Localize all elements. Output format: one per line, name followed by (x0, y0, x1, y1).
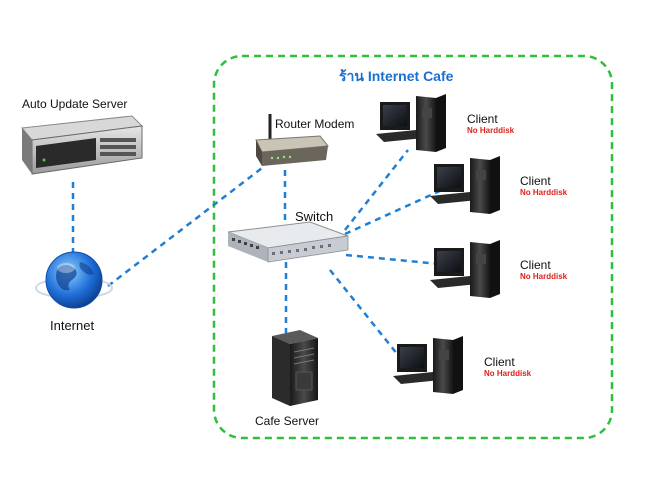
tower-server-icon (272, 330, 318, 406)
globe-icon (35, 251, 113, 309)
link-switch-client-2 (344, 183, 454, 236)
link-switch-client-1 (344, 149, 409, 231)
client-sublabel-4: No Harddisk (484, 369, 532, 378)
link-internet-router (107, 167, 263, 287)
auto-update-server-label: Auto Update Server (22, 97, 128, 111)
router-icon (255, 114, 329, 166)
client-sublabel-3: No Harddisk (520, 272, 568, 281)
client-label-4: Client (484, 355, 515, 369)
client-sublabel-2: No Harddisk (520, 188, 568, 197)
desktop-pc-icon (393, 336, 463, 394)
client-label-1: Client (467, 112, 498, 126)
desktop-pc-icon (430, 240, 500, 298)
client-sublabel-1: No Harddisk (467, 126, 515, 135)
desktop-pc-icon (430, 156, 500, 214)
router-modem-label: Router Modem (275, 117, 355, 131)
switch-label: Switch (295, 209, 334, 224)
client-label-2: Client (520, 174, 551, 188)
desktop-pc-icon (376, 94, 446, 152)
zone-title: ร้าน Internet Cafe (339, 68, 454, 84)
client-label-3: Client (520, 258, 551, 272)
network-switch-icon (227, 221, 349, 263)
cafe-server-label: Cafe Server (255, 414, 320, 428)
links (71, 149, 454, 371)
rack-server-icon (21, 115, 144, 175)
internet-cafe-zone (212, 54, 614, 440)
internet-label: Internet (50, 318, 95, 333)
